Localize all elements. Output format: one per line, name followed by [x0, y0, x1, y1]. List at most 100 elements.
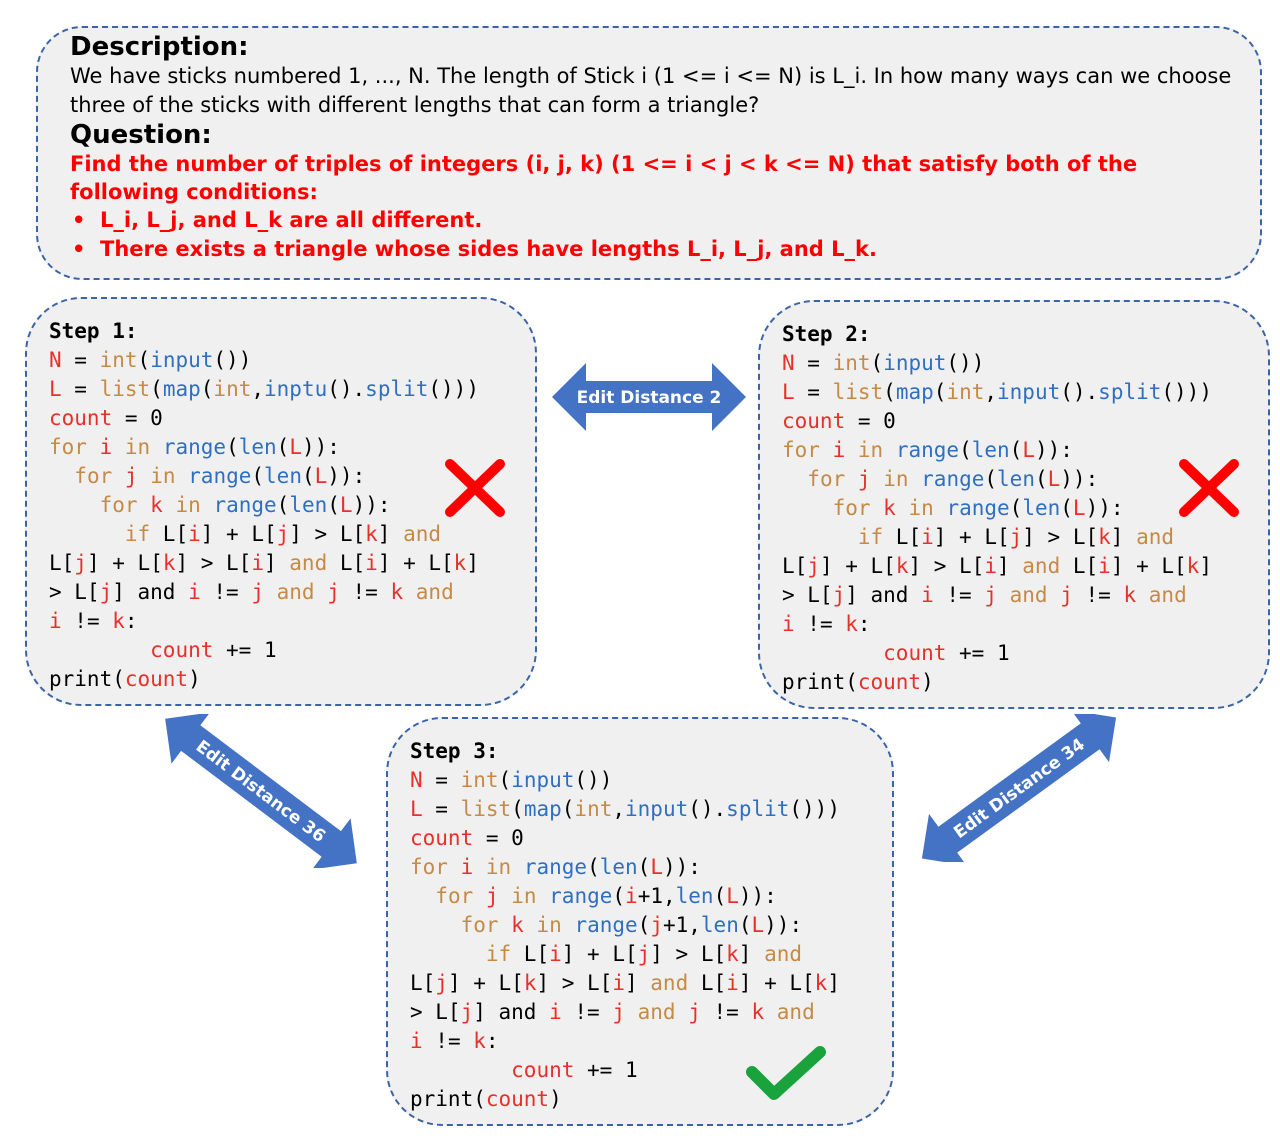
- condition-text: L_i, L_j, and L_k are all different.: [100, 208, 483, 232]
- code-token: ): [188, 667, 201, 691]
- code-token: split: [365, 377, 429, 401]
- code-token: [49, 638, 150, 662]
- code-token: (: [870, 351, 884, 375]
- code-token: L: [726, 884, 739, 908]
- code-line: > L[j] and i != j and j != k and: [782, 583, 1187, 607]
- code-token: (: [738, 913, 752, 937]
- code-line: for j in range(i+1,len(L)):: [410, 884, 777, 908]
- code-token: k: [473, 1029, 486, 1053]
- code-token: [49, 464, 74, 488]
- code-token: [764, 1000, 777, 1024]
- double-arrow-shape: [552, 363, 746, 431]
- code-token: count: [410, 826, 474, 850]
- code-token: for: [49, 435, 87, 459]
- code-token: range: [574, 913, 638, 937]
- code-token: in: [150, 464, 176, 488]
- code-token: L[: [1060, 554, 1099, 578]
- description-text: We have sticks numbered 1, ..., N. The l…: [70, 64, 1232, 117]
- code-token: i: [49, 609, 62, 633]
- code-token: split: [726, 797, 790, 821]
- code-token: !=: [61, 609, 113, 633]
- code-token: range: [921, 467, 985, 491]
- code-token: i: [410, 1029, 423, 1053]
- code-token: ] > L[: [536, 971, 613, 995]
- code-token: len: [599, 855, 638, 879]
- code-token: N: [49, 348, 62, 372]
- code-token: L: [289, 435, 302, 459]
- code-token: int: [213, 377, 252, 401]
- step-3-code: Step 3: N = int(input()) L = list(map(in…: [410, 737, 840, 1114]
- bullet-icon: •: [72, 208, 86, 232]
- code-token: ().: [1060, 380, 1099, 404]
- code-token: [896, 496, 909, 520]
- code-token: (: [637, 913, 651, 937]
- code-token: :: [124, 609, 138, 633]
- code-line: > L[j] and i != j and j != k and: [410, 1000, 815, 1024]
- code-token: ] > L[: [650, 942, 727, 966]
- code-token: j: [807, 554, 820, 578]
- code-token: int: [99, 348, 138, 372]
- code-token: ,: [251, 377, 265, 401]
- code-token: [845, 467, 858, 491]
- code-token: in: [536, 913, 562, 937]
- code-token: (: [498, 768, 512, 792]
- code-token: input: [511, 768, 575, 792]
- code-token: [473, 855, 486, 879]
- code-token: (: [1060, 496, 1073, 520]
- code-token: [410, 942, 486, 966]
- code-token: [883, 438, 896, 462]
- code-token: )):: [352, 493, 391, 517]
- code-token: !=: [561, 1000, 613, 1024]
- code-token: and: [1022, 554, 1061, 578]
- code-token: and: [1148, 583, 1187, 607]
- code-token: in: [857, 438, 884, 462]
- code-token: in: [175, 493, 201, 517]
- code-token: ())): [1161, 380, 1212, 404]
- code-token: [499, 913, 512, 937]
- code-token: [1136, 583, 1149, 607]
- code-token: = 0: [473, 826, 524, 850]
- code-token: [473, 884, 486, 908]
- code-line: for j in range(len(L)):: [782, 467, 1098, 491]
- code-token: ] > L[: [175, 551, 252, 575]
- code-token: i: [782, 612, 795, 636]
- code-token: L[: [49, 551, 75, 575]
- edit-distance-label: Edit Distance 34: [950, 735, 1089, 843]
- code-token: and: [276, 580, 315, 604]
- code-token: len: [264, 464, 302, 488]
- double-arrow-shape: [921, 714, 1117, 862]
- code-token: in: [908, 496, 934, 520]
- code-token: [264, 580, 277, 604]
- code-token: map: [162, 377, 201, 401]
- code-token: i: [99, 435, 113, 459]
- code-token: j: [276, 522, 290, 546]
- code-line: count = 0: [782, 409, 896, 433]
- cross-icon: [1179, 459, 1239, 517]
- code-token: ] > L[: [908, 554, 985, 578]
- code-token: !=: [422, 1029, 474, 1053]
- code-token: list: [99, 377, 151, 401]
- step-2-code-box: Step 2: N = int(input()) L = list(map(in…: [758, 300, 1270, 709]
- code-token: [997, 583, 1010, 607]
- code-token: ]: [996, 554, 1023, 578]
- code-token: L[: [410, 971, 436, 995]
- code-token: L[: [150, 522, 189, 546]
- code-line: for j in range(len(L)):: [49, 464, 365, 488]
- code-token: j: [1060, 583, 1073, 607]
- code-token: [934, 496, 947, 520]
- code-line: for i in range(len(L)):: [410, 855, 701, 879]
- code-token: [112, 435, 125, 459]
- code-token: (: [984, 467, 998, 491]
- code-line: for i in range(len(L)):: [49, 435, 340, 459]
- code-token: i: [251, 551, 264, 575]
- code-line: count = 0: [49, 406, 163, 430]
- checkmark-icon: [746, 1046, 826, 1100]
- code-token: and: [403, 522, 442, 546]
- code-token: = 0: [112, 406, 163, 430]
- code-token: i: [832, 438, 846, 462]
- code-token: (: [226, 435, 239, 459]
- code-token: L: [751, 913, 765, 937]
- code-token: range: [549, 884, 613, 908]
- code-token: j: [251, 580, 264, 604]
- edit-distance-arrow-2-3: Edit Distance 34: [921, 714, 1117, 862]
